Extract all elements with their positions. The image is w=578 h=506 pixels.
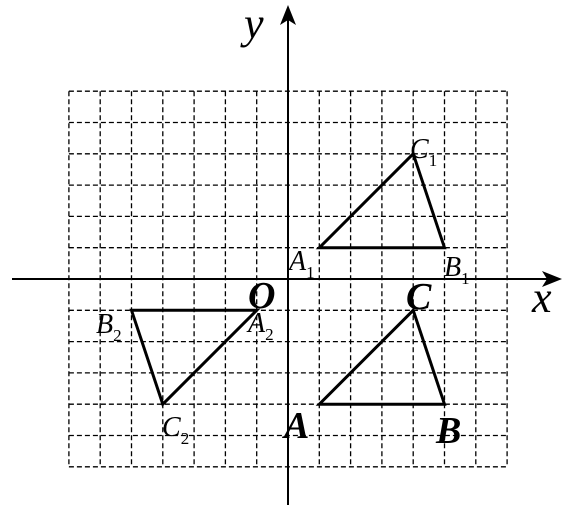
- triangle-A1B1C1: [315, 151, 447, 250]
- vertex-label-A: A: [282, 405, 309, 447]
- y-axis-arrow-icon: [280, 5, 296, 25]
- origin-label: O: [248, 275, 275, 317]
- vertex-label-A1: A1: [287, 246, 315, 282]
- vertex-label-A2: A2: [246, 308, 274, 344]
- triangles: [129, 151, 447, 407]
- vertex-label-B2: B2: [96, 309, 122, 345]
- triangle-ABC: [315, 307, 447, 406]
- x-axis-arrow-icon: [542, 271, 562, 287]
- vertex-label-C2: C2: [162, 412, 189, 448]
- y-axis-label: y: [240, 0, 264, 48]
- vertex-label-B: B: [435, 410, 461, 452]
- vertex-label-B1: B1: [444, 252, 470, 288]
- x-axis-label: x: [531, 273, 552, 322]
- vertex-label-C: C: [406, 276, 432, 318]
- vertex-label-C1: C1: [410, 134, 437, 170]
- triangle-A2B2C2: [129, 308, 261, 407]
